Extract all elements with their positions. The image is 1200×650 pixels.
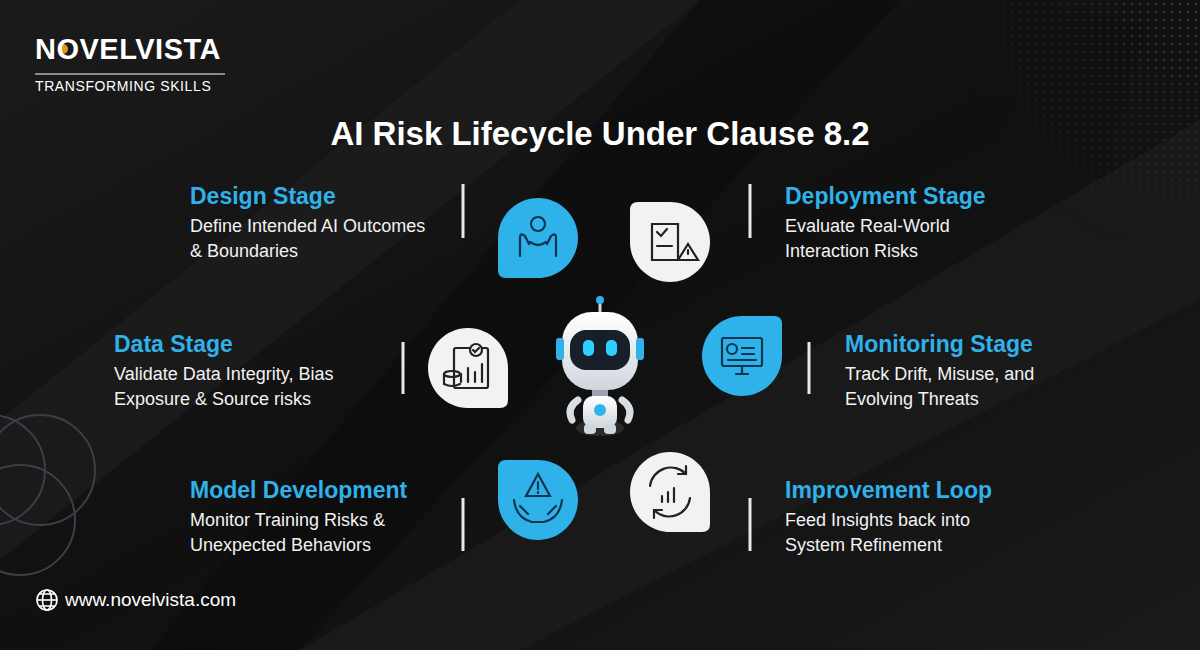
circle-outlines bbox=[0, 415, 95, 575]
stage-description: Validate Data Integrity, Bias Exposure &… bbox=[114, 362, 376, 412]
stage-block: Monitoring StageTrack Drift, Misuse, and… bbox=[845, 330, 1077, 412]
separator-bars bbox=[403, 184, 809, 551]
stage-heading: Deployment Stage bbox=[785, 182, 1025, 210]
globe-icon bbox=[37, 590, 57, 610]
stage-block: Deployment StageEvaluate Real-World Inte… bbox=[785, 182, 1025, 264]
stage-heading: Improvement Loop bbox=[785, 476, 1017, 504]
icon-blob bbox=[630, 202, 710, 282]
logo-rule bbox=[35, 74, 225, 75]
stage-block: Design StageDefine Intended AI Outcomes … bbox=[190, 182, 435, 264]
robot-illustration bbox=[556, 296, 644, 436]
stage-block: Model DevelopmentMonitor Training Risks … bbox=[190, 476, 445, 558]
icon-blob bbox=[498, 460, 578, 540]
stage-heading: Monitoring Stage bbox=[845, 330, 1077, 358]
brand-logo: NOVELVISTA bbox=[35, 32, 221, 66]
website-url: www.novelvista.com bbox=[65, 589, 236, 611]
stage-heading: Data Stage bbox=[114, 330, 376, 358]
stage-description: Feed Insights back into System Refinemen… bbox=[785, 508, 1017, 558]
diagram-title: AI Risk Lifecycle Under Clause 8.2 bbox=[0, 114, 1200, 154]
dot-pattern bbox=[950, 0, 1200, 260]
icon-blob bbox=[630, 452, 710, 532]
stage-description: Define Intended AI Outcomes & Boundaries bbox=[190, 214, 435, 264]
stage-description: Monitor Training Risks & Unexpected Beha… bbox=[190, 508, 445, 558]
stage-block: Improvement LoopFeed Insights back into … bbox=[785, 476, 1017, 558]
stage-heading: Model Development bbox=[190, 476, 445, 504]
brand-tagline: TRANSFORMING SKILLS bbox=[35, 78, 211, 94]
stage-description: Evaluate Real-World Interaction Risks bbox=[785, 214, 1025, 264]
icon-blob bbox=[428, 328, 508, 408]
stage-heading: Design Stage bbox=[190, 182, 435, 210]
stage-block: Data StageValidate Data Integrity, Bias … bbox=[114, 330, 376, 412]
stage-description: Track Drift, Misuse, and Evolving Threat… bbox=[845, 362, 1077, 412]
icon-blob bbox=[498, 198, 578, 278]
icon-blob bbox=[702, 316, 782, 396]
